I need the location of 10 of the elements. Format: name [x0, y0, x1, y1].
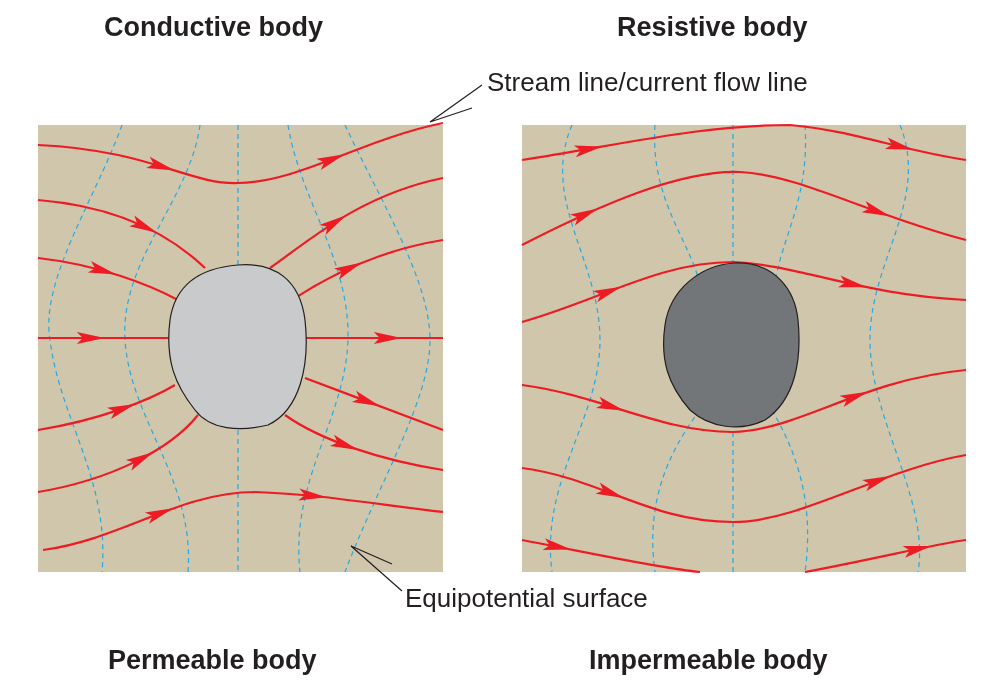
panel-title: Resistive body [617, 12, 808, 43]
panel-title: Conductive body [104, 12, 323, 43]
callout-text: Stream line/current flow line [487, 67, 808, 98]
panel-title: Permeable body [108, 645, 317, 676]
conductive-body-shape [168, 264, 307, 430]
resistive-body-shape [663, 262, 800, 428]
leader-line [350, 545, 403, 592]
leader-line [429, 84, 483, 123]
panel-title: Impermeable body [589, 645, 828, 676]
callout-text: Equipotential surface [405, 583, 648, 614]
